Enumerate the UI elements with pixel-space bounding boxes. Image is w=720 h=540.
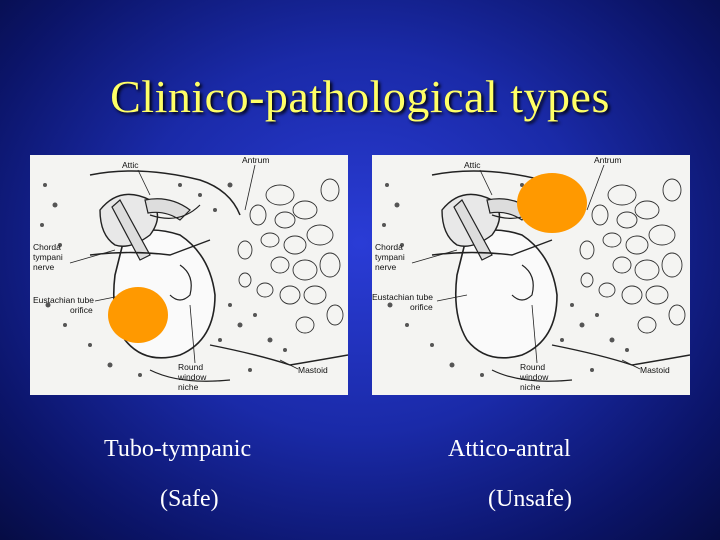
slide-title: Clinico-pathological types [110,71,610,122]
label-mastoid: Mastoid [298,365,328,375]
label-round-3: niche [520,382,541,392]
caption-safe: (Safe) [160,486,219,512]
label-mastoid: Mastoid [640,365,670,375]
label-antrum: Antrum [242,155,269,165]
label-round-2: window [177,372,207,382]
label-round-1: Round [520,362,545,372]
label-eustachian-1: Eustachian tube [372,292,433,302]
label-antrum: Antrum [594,155,621,165]
label-chorda-3: nerve [33,262,55,272]
label-round-3: niche [178,382,199,392]
label-round-1: Round [178,362,203,372]
label-chorda-3: nerve [375,262,397,272]
caption-unsafe: (Unsafe) [488,486,572,512]
label-eustachian-1: Eustachian tube [33,295,94,305]
caption-atticoantral: Attico-antral [448,436,571,462]
label-chorda-2: tympani [375,252,405,262]
ear-diagram-right: Attic Antrum Chorda tympani nerve Eustac… [372,155,690,395]
label-eustachian-2: orifice [410,302,433,312]
caption-tubotympanic: Tubo-tympanic [104,436,252,462]
label-attic: Attic [464,160,481,170]
label-chorda-1: Chorda [33,242,61,252]
label-eustachian-2: orifice [70,305,93,315]
label-chorda-1: Chorda [375,242,403,252]
label-chorda-2: tympani [33,252,63,262]
label-attic: Attic [122,160,139,170]
label-round-2: window [519,372,549,382]
orange-highlight-atticoantral [517,173,587,233]
orange-highlight-tubotympanic [108,287,168,343]
ear-anatomy-drawing [382,170,690,382]
ear-diagram-left: Attic Antrum Chorda tympani nerve Eustac… [30,155,348,395]
